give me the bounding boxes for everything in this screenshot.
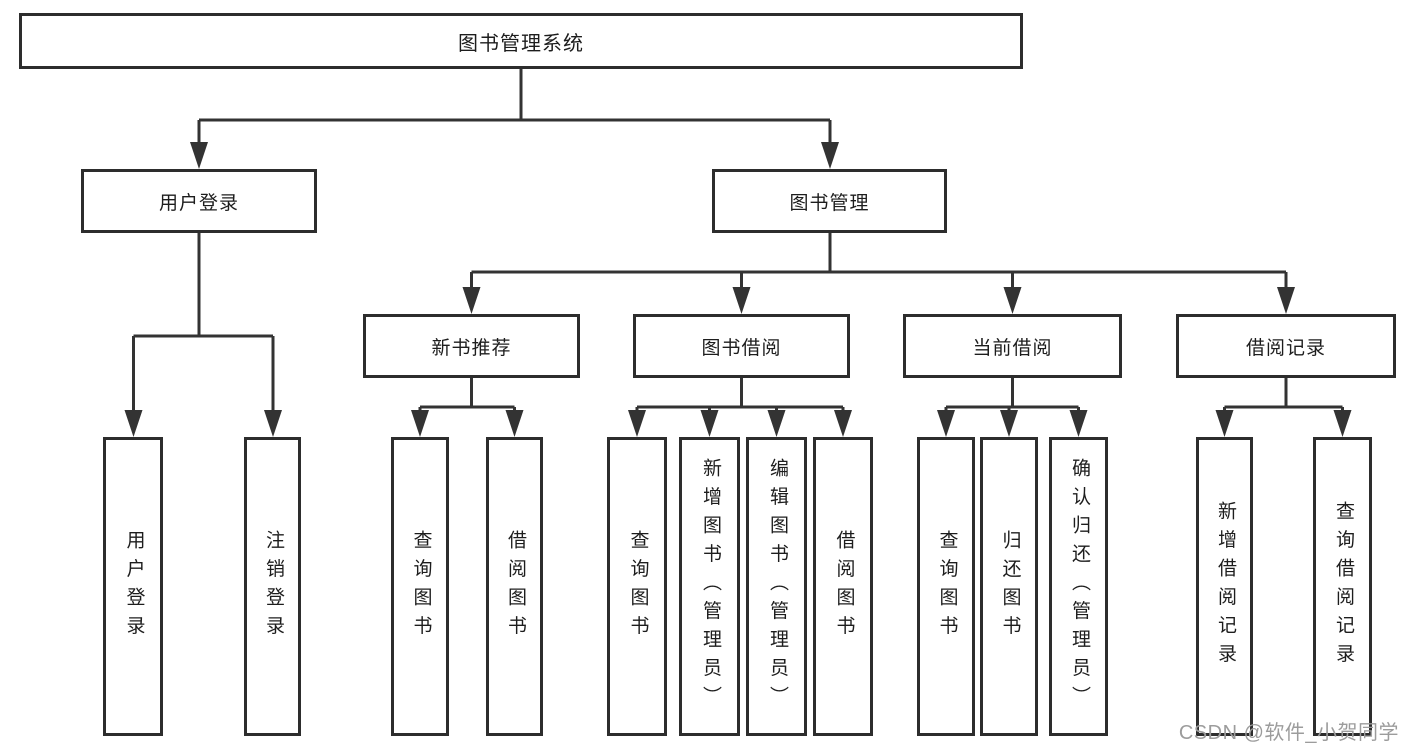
node-label: 归还图书 xyxy=(999,529,1021,644)
leaf-borrow-query-books: 查询图书 xyxy=(607,437,667,736)
node-label: 查询图书 xyxy=(410,529,432,644)
leaf-newbook-query-books: 查询图书 xyxy=(391,437,449,736)
node-library-management-system: 图书管理系统 xyxy=(19,13,1023,69)
node-label: 借阅图书 xyxy=(833,529,855,644)
node-label: 查询借阅记录 xyxy=(1332,501,1354,672)
node-label: 图书借阅 xyxy=(701,337,782,359)
node-new-book-recommend: 新书推荐 xyxy=(363,314,580,378)
node-label: 当前借阅 xyxy=(972,337,1053,359)
leaf-current-confirm-return-admin: 确认归还（管理员） xyxy=(1049,437,1108,736)
leaf-records-add-borrow-record: 新增借阅记录 xyxy=(1196,437,1253,736)
node-label: 查询图书 xyxy=(936,529,958,644)
leaf-borrow-edit-books-admin: 编辑图书（管理员） xyxy=(746,437,807,736)
node-label: 新书推荐 xyxy=(431,337,512,359)
leaf-newbook-borrow-books: 借阅图书 xyxy=(486,437,543,736)
node-label: 图书管理 xyxy=(789,192,870,214)
node-label: 借阅记录 xyxy=(1245,337,1326,359)
node-label: 借阅图书 xyxy=(504,529,526,644)
leaf-borrow-borrow-books: 借阅图书 xyxy=(813,437,873,736)
node-user-login: 用户登录 xyxy=(81,169,317,233)
leaf-borrow-add-books-admin: 新增图书（管理员） xyxy=(679,437,740,736)
node-label: 确认归还（管理员） xyxy=(1068,458,1090,715)
node-label: 用户登录 xyxy=(158,192,239,214)
leaf-current-return-books: 归还图书 xyxy=(980,437,1038,736)
leaf-logout: 注销登录 xyxy=(244,437,301,736)
node-label: 图书管理系统 xyxy=(458,32,584,55)
node-label: 编辑图书（管理员） xyxy=(766,458,788,715)
leaf-user-login: 用户登录 xyxy=(103,437,163,736)
node-label: 用户登录 xyxy=(123,529,145,644)
leaf-records-query-borrow-record: 查询借阅记录 xyxy=(1313,437,1372,736)
node-label: 新增借阅记录 xyxy=(1214,501,1236,672)
node-book-borrowing: 图书借阅 xyxy=(633,314,850,378)
node-label: 注销登录 xyxy=(262,529,284,644)
node-book-management: 图书管理 xyxy=(712,169,947,233)
node-current-borrowing: 当前借阅 xyxy=(903,314,1122,378)
leaf-current-query-books: 查询图书 xyxy=(917,437,975,736)
csdn-watermark: CSDN @软件_小贺同学 xyxy=(1178,722,1399,744)
node-label: 新增图书（管理员） xyxy=(699,458,721,715)
node-borrow-records: 借阅记录 xyxy=(1176,314,1396,378)
node-label: 查询图书 xyxy=(627,529,649,644)
